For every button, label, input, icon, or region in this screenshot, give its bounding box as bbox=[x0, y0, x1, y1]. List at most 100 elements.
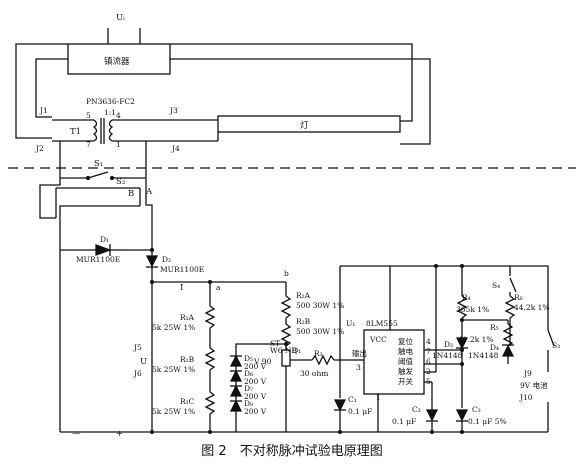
diode-d2-part: MUR1100E bbox=[160, 265, 204, 274]
diode-d3-ref: D₃ bbox=[444, 340, 453, 349]
ic-output-label: 输出 bbox=[352, 348, 367, 358]
resistor-r6-ref: R₆ bbox=[514, 293, 523, 302]
diode-d4-part: 1N4148 bbox=[468, 351, 499, 360]
transformer-ref-label: T1 bbox=[70, 127, 81, 137]
capacitor-c2-ref: C₂ bbox=[412, 405, 421, 414]
resistor-r1c-value: 5k 25W 1% bbox=[152, 407, 195, 416]
zener-ref: D₇ bbox=[244, 384, 253, 393]
resistor-r6-value: 44.2k 1% bbox=[514, 303, 550, 312]
zener-value: 200 V bbox=[244, 392, 267, 401]
capacitor-c3-ref: C₃ bbox=[472, 405, 481, 414]
zener-ref: D₆ bbox=[244, 369, 253, 378]
ic-pin-label: 触电 bbox=[398, 346, 413, 356]
capacitor-c1-value: 0.1 μF bbox=[348, 407, 372, 416]
resistor-r2b-value: 500 30W 1% bbox=[296, 327, 344, 336]
resistor-r1a-value: 5k 25W 1% bbox=[152, 323, 195, 332]
transistor-ref-label: Q₁ bbox=[292, 346, 301, 355]
switch-s4-label: S₄ bbox=[492, 281, 500, 290]
zener-ref: D₈ bbox=[244, 399, 253, 408]
battery-9v: J9 9V 电池 J10 bbox=[340, 369, 549, 433]
zener-stack bbox=[235, 343, 286, 432]
jack-j4-label: J4 bbox=[171, 144, 180, 153]
diode-d3-part: 1N4148 bbox=[432, 351, 463, 360]
capacitor-c1-ref: C₁ bbox=[348, 395, 357, 404]
node-a-upper-label: A bbox=[145, 187, 153, 197]
zener-ref: D₅ bbox=[244, 354, 253, 363]
resistor-r5-ref: R₅ bbox=[490, 323, 499, 332]
ic-pin-out-num: 3 bbox=[356, 363, 361, 372]
resistor-r2a-value: 500 30W 1% bbox=[296, 301, 344, 310]
capacitor-c3-value: 0.1 μF 5% bbox=[468, 417, 507, 426]
svg-text:—: — bbox=[72, 429, 81, 439]
diode-d2-ref: D₂ bbox=[162, 255, 171, 264]
switch-s2-label: S₂ bbox=[116, 177, 125, 187]
jack-j10-label: J10 bbox=[519, 393, 533, 402]
ic-pin-number: 6 bbox=[426, 357, 431, 366]
transformer-part-label: PN3636-FC2 bbox=[86, 97, 135, 106]
transformer-ratio-label: 1:1 bbox=[104, 108, 116, 117]
supply-label: Uᵢ bbox=[116, 13, 125, 23]
node-a-lower-label: a bbox=[216, 283, 221, 292]
ic-pin-number: 7 bbox=[426, 347, 431, 356]
ic-pin-label: 触发 bbox=[398, 366, 413, 376]
switch-s4: S₄ bbox=[492, 266, 517, 293]
switch-s3: S₃ bbox=[510, 265, 560, 372]
ic-pin-number: 4 bbox=[426, 337, 431, 346]
ic-555: 输出 U₁ 8LM555 VCC 3 1 bbox=[346, 266, 425, 432]
jack-j1-label: J1 bbox=[39, 106, 48, 115]
resistor-r1c-ref: R₁C bbox=[180, 397, 195, 406]
ic-vcc-label: VCC bbox=[369, 335, 387, 344]
capacitor-c2-value: 0.1 μF bbox=[392, 417, 416, 426]
resistor-chain-r1: R₁A 5k 25W 1% R₁B 5k 25W 1% R₁C 5k 25W 1… bbox=[152, 282, 216, 432]
resistor-r1a-ref: R₁A bbox=[180, 313, 195, 322]
zener-value: 200 V bbox=[244, 362, 267, 371]
resistor-r2a-ref: R₂A bbox=[296, 291, 311, 300]
ic-pin-label: 开关 bbox=[398, 376, 413, 386]
node-b-lower-label: b bbox=[284, 269, 289, 278]
resistor-r3-ref: R₃ bbox=[314, 349, 323, 358]
transformer-pin1: 1 bbox=[116, 140, 121, 149]
transformer-pin7: 7 bbox=[86, 140, 91, 149]
lamp-label: 灯 bbox=[300, 120, 309, 131]
jack-j3-label: J3 bbox=[169, 106, 178, 115]
switch-s1: S₁ bbox=[59, 141, 147, 181]
diode-d4: D₄ 1N4148 bbox=[468, 343, 515, 364]
ac-supply: Uᵢ bbox=[107, 13, 141, 44]
ballast: 镇流器 bbox=[67, 43, 171, 75]
capacitor-c1: C₁ 0.1 μF bbox=[333, 266, 372, 432]
zener-value: 200 V bbox=[244, 407, 267, 416]
node-i-label: I bbox=[180, 283, 183, 293]
ic-ref-label: U₁ bbox=[346, 319, 355, 328]
node-u-label: U bbox=[140, 357, 147, 367]
resistor-r3: R₃ 30 ohm bbox=[300, 349, 352, 378]
capacitor-c3: C₃ 0.1 μF 5% bbox=[455, 405, 507, 432]
jack-j5-label: J5 bbox=[133, 343, 142, 352]
lamp-tube: 灯 bbox=[217, 115, 401, 133]
ic-part-label: 8LM555 bbox=[366, 319, 398, 328]
jack-j6-label: J6 bbox=[133, 369, 142, 378]
transistor-vce-label: V 90 bbox=[253, 357, 272, 366]
diode-d2: D₂ MUR1100E bbox=[145, 226, 204, 282]
switch-s3-label: S₃ bbox=[552, 341, 560, 350]
transformer-pin4: 4 bbox=[116, 111, 121, 120]
resistor-r1b-ref: R₁B bbox=[180, 355, 195, 364]
node-b-upper-label: B bbox=[128, 189, 134, 199]
junction-dots bbox=[150, 248, 464, 434]
diode-d4-ref: D₄ bbox=[490, 343, 499, 352]
resistor-r6: R₆ 44.2k 1% bbox=[504, 292, 550, 346]
resistor-r4-ref: R₄ bbox=[462, 293, 471, 302]
diode-d3: D₃ 1N4148 bbox=[424, 337, 469, 408]
svg-text:+: + bbox=[116, 429, 123, 439]
transformer-pin5: 5 bbox=[86, 111, 91, 120]
resistor-r5-value: 41.2k 1% bbox=[458, 335, 494, 344]
ic-pin-label: 阈值 bbox=[398, 356, 413, 366]
ballast-label: 镇流器 bbox=[104, 56, 130, 67]
jack-j9-label: J9 bbox=[523, 369, 532, 378]
switch-s2: S₂ A B bbox=[39, 177, 153, 226]
diode-d1-ref: D₁ bbox=[100, 235, 109, 244]
resistor-r4: R₄ 365k 1% bbox=[456, 293, 489, 338]
